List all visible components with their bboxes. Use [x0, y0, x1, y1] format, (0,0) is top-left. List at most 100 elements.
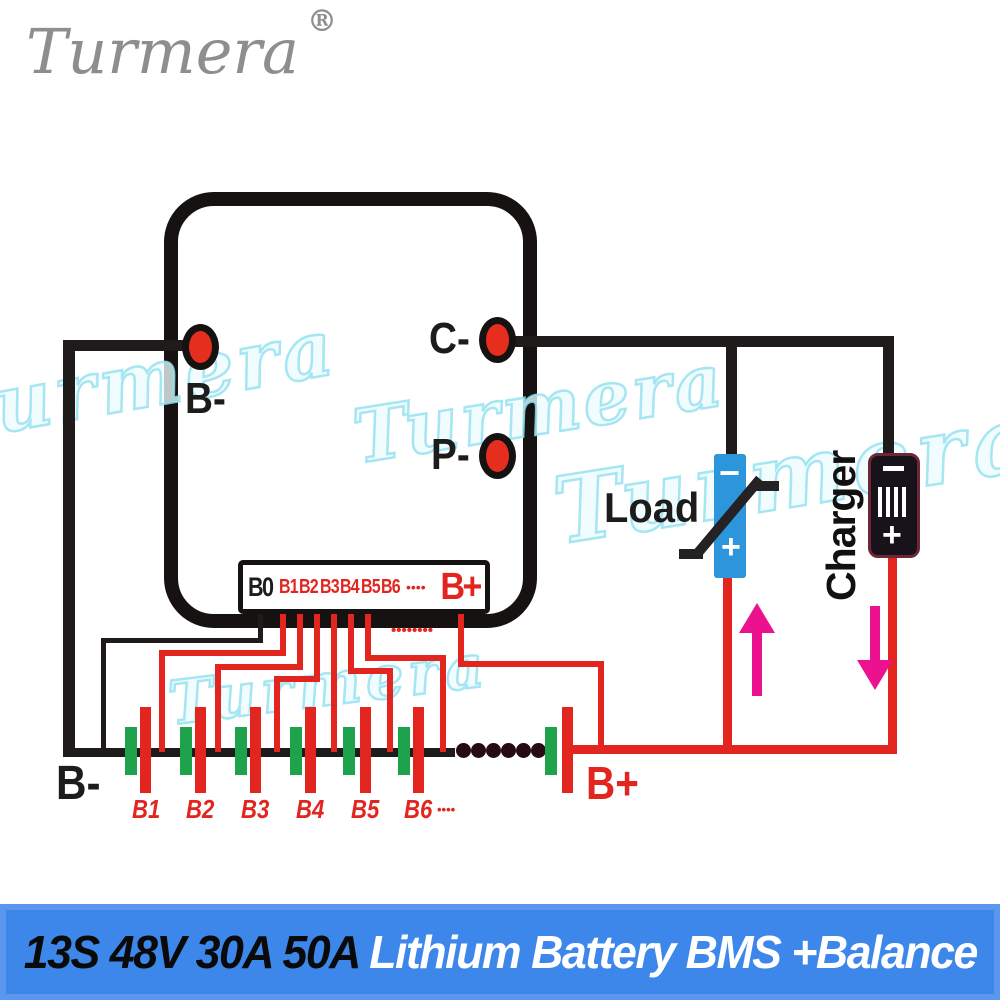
cell4-label: B4: [296, 794, 325, 824]
load-label: Load: [604, 484, 700, 531]
b2-sense-wire: [297, 608, 303, 670]
load-drop-wire: [726, 340, 737, 456]
b3-sense-wire: [314, 608, 320, 682]
cell1-label: B1: [132, 794, 161, 824]
b-minus-terminal: [182, 324, 219, 370]
battery-b-plus-label: B+: [586, 757, 639, 809]
charge-arrow-down-head: [857, 660, 893, 690]
connector-pin-b2: B2: [299, 575, 319, 598]
banner-name-text: Lithium Battery BMS +Balance: [357, 926, 978, 978]
b2-sense-wire: [215, 664, 221, 752]
b-plus-sense-wire: [458, 608, 464, 667]
cell-ellipsis-dot: [456, 743, 471, 758]
connector-pin-b5: B5: [360, 575, 381, 598]
brand-logo: Turmera®: [26, 4, 337, 88]
charger-positive-wire: [888, 557, 897, 750]
discharge-arrow-up-shaft: [752, 630, 762, 696]
cell4-negative-plate: [290, 727, 302, 775]
load-plus-symbol: +: [721, 528, 741, 566]
b-plus-sense-wire: [598, 661, 604, 752]
b-minus-wire-horizontal: [63, 340, 185, 351]
cell-ellipsis-dot: [471, 743, 486, 758]
charger-grille-bar: [878, 487, 882, 517]
b3-sense-wire: [274, 676, 280, 752]
discharge-arrow-up-head: [739, 603, 775, 633]
charger-drop-wire: [883, 336, 894, 456]
b-plus-sense-wire: [458, 661, 604, 667]
balance-connector: B0 B1 B2 B3 B4 B5 B6 •••• B+: [238, 560, 490, 614]
brand-name: Turmera: [26, 15, 300, 88]
charger-minus-symbol: [883, 466, 904, 471]
cell6-positive-plate: [413, 707, 424, 793]
connector-ellipsis-dots: ••••: [405, 579, 426, 595]
banner-spec-text: 13S 48V 30A 50A: [23, 926, 359, 978]
b0-sense-wire: [258, 608, 263, 643]
connector-b-plus-label: B+: [440, 565, 483, 608]
cell1-negative-plate: [125, 727, 137, 775]
b6-sense-wire: [365, 655, 446, 661]
b6-sense-wire: [440, 655, 446, 752]
b1-sense-wire: [280, 608, 286, 656]
load-minus-symbol: −: [719, 452, 741, 493]
b5-sense-wire: [348, 668, 393, 674]
charger-grille-bar: [902, 487, 906, 517]
charge-arrow-down-shaft: [870, 606, 880, 664]
connector-pin-b1: B1: [278, 575, 299, 598]
cell6-label: B6: [404, 794, 433, 824]
cell3-label: B3: [241, 794, 270, 824]
b1-sense-wire: [159, 650, 286, 656]
b4-sense-wire: [331, 608, 337, 752]
cell3-positive-plate: [250, 707, 261, 793]
c-minus-terminal: [479, 317, 516, 363]
cell2-label: B2: [186, 794, 215, 824]
b5-sense-wire: [387, 668, 393, 752]
charger-label: Charger: [818, 450, 864, 601]
last-cell-negative-plate: [545, 727, 557, 775]
connector-pin-b3: B3: [319, 575, 340, 598]
connector-continuation-dots: ••••••••: [391, 622, 434, 639]
b0-sense-wire: [101, 638, 261, 643]
b1-sense-wire: [159, 650, 165, 752]
charger-grille-bar: [886, 487, 890, 517]
b-plus-bus-wire: [567, 745, 897, 754]
p-minus-terminal: [479, 433, 516, 479]
cell5-label: B5: [351, 794, 380, 824]
product-banner: 13S 48V 30A 50A Lithium Battery BMS +Bal…: [0, 904, 1000, 1000]
cell5-negative-plate: [343, 727, 355, 775]
cell-ellipsis-dot: [486, 743, 501, 758]
cell5-positive-plate: [360, 707, 371, 793]
c-minus-wire-horizontal: [510, 336, 894, 347]
switch-bottom-stub: [679, 549, 703, 559]
cell-ellipsis-dot: [501, 743, 516, 758]
b-minus-terminal-label: B-: [185, 374, 226, 423]
connector-pin-b6: B6: [381, 575, 401, 598]
b0-sense-wire: [101, 638, 106, 752]
b-minus-wire-vertical: [63, 340, 75, 757]
watermark-text: Turmera: [545, 381, 1000, 567]
connector-pin-b0: B0: [248, 571, 274, 602]
cell2-negative-plate: [180, 727, 192, 775]
cell1-positive-plate: [140, 707, 151, 793]
connector-pin-b4: B4: [340, 575, 360, 598]
cell6-negative-plate: [398, 727, 410, 775]
b5-sense-wire: [348, 608, 354, 674]
cell4-positive-plate: [305, 707, 316, 793]
load-positive-wire: [723, 578, 732, 750]
b2-sense-wire: [215, 664, 303, 670]
charger-grille-bar: [894, 487, 898, 517]
p-minus-terminal-label: P-: [431, 430, 470, 479]
switch-top-stub: [752, 481, 779, 491]
cell3-negative-plate: [235, 727, 247, 775]
b6-sense-wire: [365, 608, 371, 661]
cell-ellipsis-dot: [516, 743, 531, 758]
battery-b-minus-label: B-: [56, 757, 101, 810]
last-cell-positive-plate: [562, 707, 573, 793]
c-minus-terminal-label: C-: [429, 314, 470, 363]
cell2-positive-plate: [195, 707, 206, 793]
registered-mark: ®: [307, 4, 338, 39]
bms-board: [164, 192, 537, 628]
cell-label-trailing-dots: ••••: [437, 802, 456, 817]
b3-sense-wire: [274, 676, 320, 682]
cell-ellipsis-dot: [531, 743, 546, 758]
